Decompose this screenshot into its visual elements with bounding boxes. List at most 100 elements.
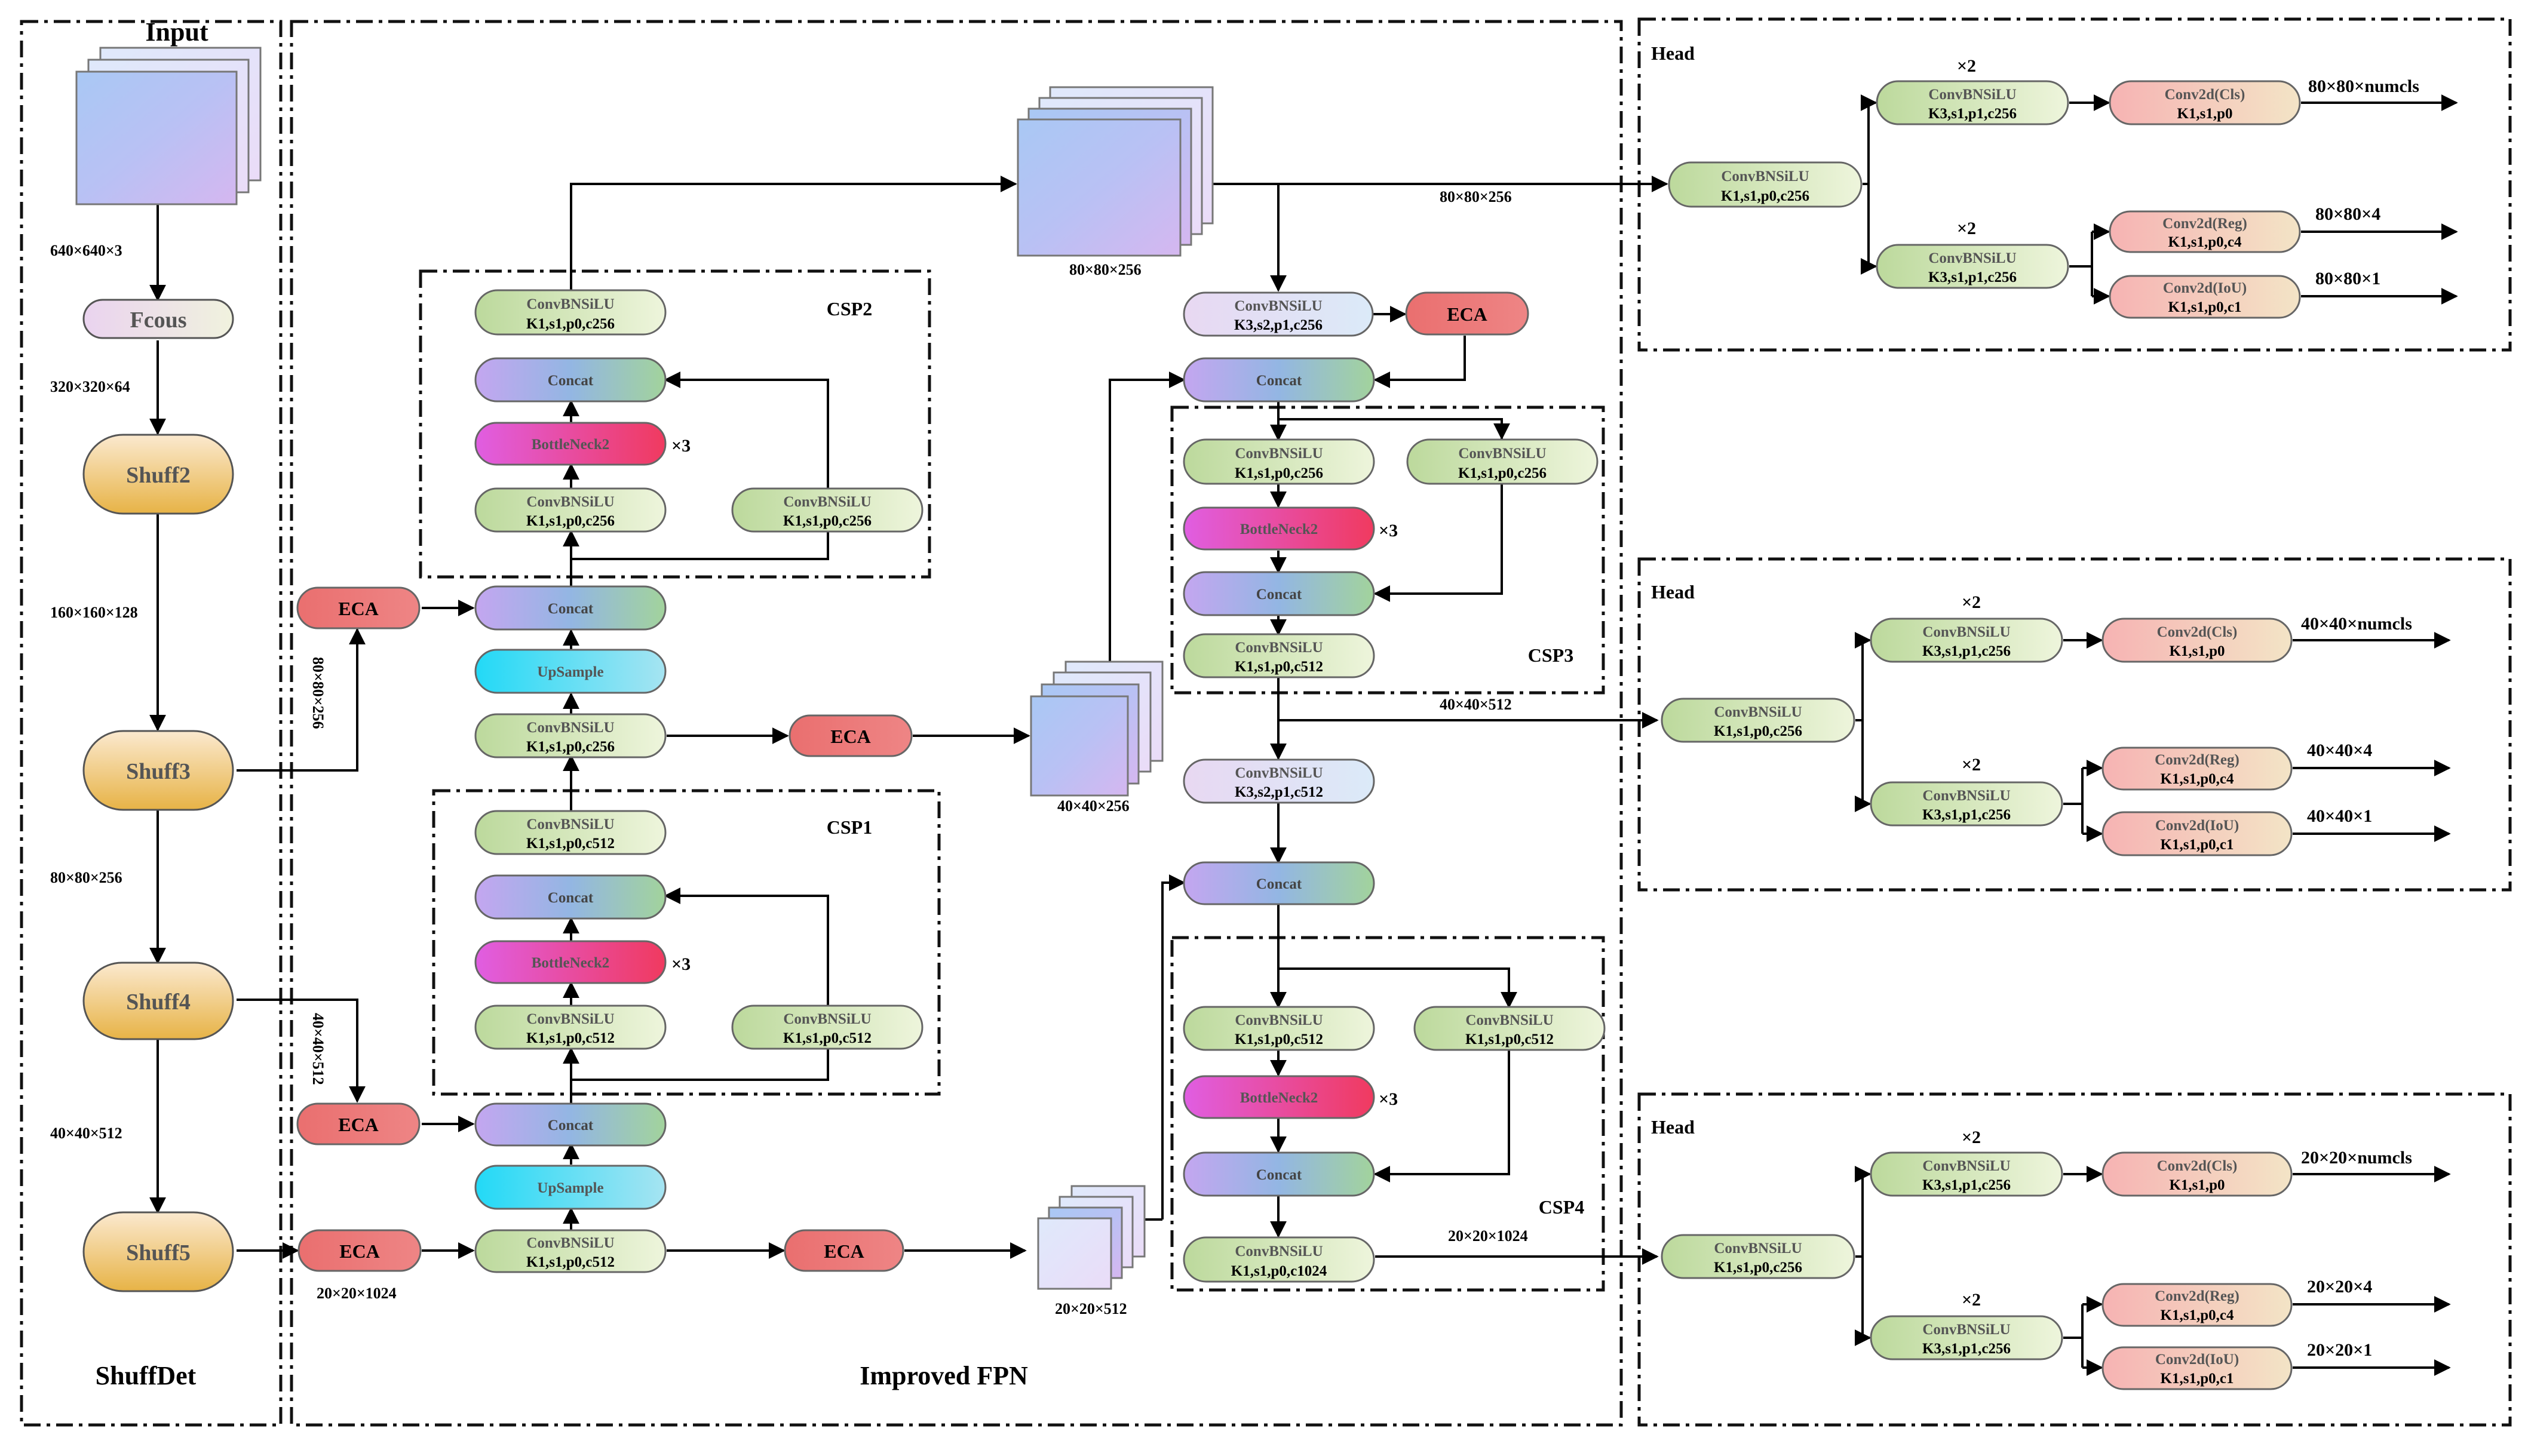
csp1-bottleneck: BottleNeck2 bbox=[474, 940, 667, 984]
svg-text:K1,s1,p0,c512: K1,s1,p0,c512 bbox=[783, 1030, 872, 1046]
csp4-conv-out: ConvBNSiLU K1,s1,p0,c1024 bbox=[1183, 1236, 1375, 1283]
svg-text:Conv2d(Reg): Conv2d(Reg) bbox=[2162, 216, 2247, 232]
head3-reg-conv: ConvBNSiLU K3,s1,p1,c256 bbox=[1870, 1315, 2063, 1360]
fmap-80-dim: 80×80×256 bbox=[1069, 261, 1142, 278]
svg-text:Conv2d(IoU): Conv2d(IoU) bbox=[2155, 1351, 2239, 1368]
svg-text:ECA: ECA bbox=[1447, 303, 1487, 325]
head2-reg-out: Conv2d(Reg) K1,s1,p0,c4 bbox=[2101, 747, 2293, 791]
csp2-conv-left: ConvBNSiLU K1,s1,p0,c256 bbox=[474, 487, 667, 533]
svg-text:K1,s1,p0,c1: K1,s1,p0,c1 bbox=[2161, 1371, 2234, 1387]
fpn-title: Improved FPN bbox=[860, 1361, 1028, 1390]
head-box-3 bbox=[1637, 1092, 2512, 1427]
dim-640: 640×640×3 bbox=[50, 242, 122, 259]
head1-times2-top: ×2 bbox=[1957, 56, 1976, 76]
svg-text:Concat: Concat bbox=[548, 1117, 594, 1134]
svg-text:ConvBNSiLU: ConvBNSiLU bbox=[1714, 1240, 1802, 1257]
concat-right-top: Concat bbox=[1183, 357, 1375, 403]
fmap-20-dim: 20×20×512 bbox=[1055, 1300, 1127, 1317]
head1-times2-bottom: ×2 bbox=[1957, 219, 1976, 238]
svg-text:ConvBNSiLU: ConvBNSiLU bbox=[1458, 446, 1546, 462]
head3-times2-top: ×2 bbox=[1962, 1128, 1981, 1147]
feature-map-80 bbox=[1017, 86, 1214, 257]
svg-text:BottleNeck2: BottleNeck2 bbox=[1240, 1090, 1318, 1106]
head1-reg-out: Conv2d(Reg) K1,s1,p0,c4 bbox=[2109, 210, 2301, 253]
head1-iou-dim: 80×80×1 bbox=[2315, 269, 2380, 288]
concat-top: Concat bbox=[474, 585, 667, 631]
svg-text:K1,s1,p0,c4: K1,s1,p0,c4 bbox=[2161, 1307, 2234, 1323]
downsample-conv-1: ConvBNSiLU K3,s2,p1,c256 bbox=[1183, 291, 1374, 337]
svg-text:Concat: Concat bbox=[1256, 876, 1302, 892]
svg-text:Conv2d(IoU): Conv2d(IoU) bbox=[2163, 280, 2247, 296]
shuff4-node: Shuff4 bbox=[82, 962, 234, 1040]
shuff3-node: Shuff3 bbox=[82, 730, 234, 811]
svg-text:UpSample: UpSample bbox=[537, 664, 603, 680]
csp3-bottleneck: BottleNeck2 bbox=[1183, 506, 1375, 551]
csp2-conv-top: ConvBNSiLU K1,s1,p0,c256 bbox=[474, 289, 667, 336]
svg-text:ConvBNSiLU: ConvBNSiLU bbox=[1714, 704, 1802, 720]
svg-text:K1,s1,p0,c512: K1,s1,p0,c512 bbox=[526, 1030, 615, 1046]
svg-text:Conv2d(Cls): Conv2d(Cls) bbox=[2165, 87, 2245, 103]
svg-text:K1,s1,p0,c256: K1,s1,p0,c256 bbox=[1235, 465, 1323, 481]
svg-text:ConvBNSiLU: ConvBNSiLU bbox=[526, 720, 614, 736]
svg-text:K1,s1,p0,c256: K1,s1,p0,c256 bbox=[526, 316, 615, 332]
head3-reg-dim: 20×20×4 bbox=[2307, 1277, 2372, 1297]
svg-text:K1,s1,p0,c1: K1,s1,p0,c1 bbox=[2161, 837, 2234, 853]
svg-text:K1,s1,p0,c256: K1,s1,p0,c256 bbox=[1714, 723, 1802, 739]
svg-text:ConvBNSiLU: ConvBNSiLU bbox=[783, 494, 871, 510]
head2-cls-dim: 40×40×numcls bbox=[2301, 614, 2412, 634]
svg-text:ConvBNSiLU: ConvBNSiLU bbox=[526, 1235, 614, 1251]
connection-wires bbox=[149, 94, 2458, 1376]
svg-text:Conv2d(IoU): Conv2d(IoU) bbox=[2155, 818, 2239, 834]
csp1-conv-right: ConvBNSiLU K1,s1,p0,c512 bbox=[731, 1005, 924, 1050]
svg-text:ConvBNSiLU: ConvBNSiLU bbox=[1235, 1012, 1323, 1028]
svg-text:K1,s1,p0,c4: K1,s1,p0,c4 bbox=[2168, 234, 2242, 250]
svg-text:K1,s1,p0,c256: K1,s1,p0,c256 bbox=[526, 513, 615, 529]
head3-iou-dim: 20×20×1 bbox=[2307, 1340, 2372, 1360]
svg-text:K1,s1,p0,c256: K1,s1,p0,c256 bbox=[1714, 1260, 1802, 1276]
csp4-box bbox=[1170, 936, 1605, 1292]
shuff2-node: Shuff2 bbox=[82, 434, 234, 515]
fmap-40-dim: 40×40×256 bbox=[1057, 797, 1130, 815]
svg-text:Concat: Concat bbox=[548, 373, 594, 389]
head2-stem-conv: ConvBNSiLU K1,s1,p0,c256 bbox=[1661, 698, 1855, 743]
csp3-concat: Concat bbox=[1183, 571, 1375, 616]
csp1-concat: Concat bbox=[474, 874, 667, 920]
fpn-box bbox=[290, 20, 1623, 1427]
svg-text:Conv2d(Cls): Conv2d(Cls) bbox=[2157, 1158, 2238, 1174]
eca-node-3: ECA bbox=[297, 1229, 422, 1272]
conv-mid-bottom: ConvBNSiLU K1,s1,p0,c512 bbox=[474, 1229, 667, 1273]
svg-text:K1,s1,p0,c256: K1,s1,p0,c256 bbox=[526, 739, 615, 755]
head-title-3: Head bbox=[1651, 1116, 1695, 1138]
svg-text:ConvBNSiLU: ConvBNSiLU bbox=[1235, 765, 1323, 781]
svg-text:Shuff4: Shuff4 bbox=[126, 990, 191, 1015]
svg-text:Shuff2: Shuff2 bbox=[126, 463, 191, 488]
head3-times2-bottom: ×2 bbox=[1962, 1290, 1981, 1310]
head2-iou-out: Conv2d(IoU) K1,s1,p0,c1 bbox=[2101, 811, 2293, 856]
eca-node-6: ECA bbox=[1405, 291, 1529, 336]
svg-text:ConvBNSiLU: ConvBNSiLU bbox=[1922, 788, 2010, 804]
csp1-conv-top: ConvBNSiLU K1,s1,p0,c512 bbox=[474, 810, 667, 855]
svg-text:ConvBNSiLU: ConvBNSiLU bbox=[783, 1011, 871, 1027]
csp3-conv-left: ConvBNSiLU K1,s1,p0,c256 bbox=[1183, 438, 1375, 485]
head1-cls-dim: 80×80×numcls bbox=[2308, 76, 2419, 96]
svg-text:Conv2d(Reg): Conv2d(Reg) bbox=[2155, 1288, 2239, 1304]
backbone-title: ShuffDet bbox=[96, 1361, 197, 1390]
svg-text:K3,s1,p1,c256: K3,s1,p1,c256 bbox=[1922, 1341, 2011, 1357]
svg-text:ConvBNSiLU: ConvBNSiLU bbox=[526, 494, 614, 510]
conv-mid-top: ConvBNSiLU K1,s1,p0,c256 bbox=[474, 713, 667, 758]
head1-cls-conv: ConvBNSiLU K3,s1,p1,c256 bbox=[1876, 80, 2069, 125]
concat-bottom: Concat bbox=[474, 1102, 667, 1147]
svg-text:K3,s1,p1,c256: K3,s1,p1,c256 bbox=[1922, 807, 2011, 823]
svg-text:Shuff5: Shuff5 bbox=[126, 1240, 191, 1265]
svg-text:ConvBNSiLU: ConvBNSiLU bbox=[1922, 624, 2010, 640]
csp1-times3: ×3 bbox=[671, 954, 691, 974]
upsample-bottom: UpSample bbox=[474, 1165, 667, 1210]
svg-text:Concat: Concat bbox=[548, 601, 594, 617]
svg-text:K3,s1,p1,c256: K3,s1,p1,c256 bbox=[1922, 1177, 2011, 1193]
dim-160: 160×160×128 bbox=[50, 604, 138, 621]
svg-text:ConvBNSiLU: ConvBNSiLU bbox=[526, 296, 614, 312]
head3-cls-dim: 20×20×numcls bbox=[2301, 1148, 2412, 1168]
backbone-box bbox=[20, 20, 283, 1427]
head2-iou-dim: 40×40×1 bbox=[2307, 806, 2372, 826]
svg-text:K1,s1,p0,c512: K1,s1,p0,c512 bbox=[526, 1254, 615, 1270]
